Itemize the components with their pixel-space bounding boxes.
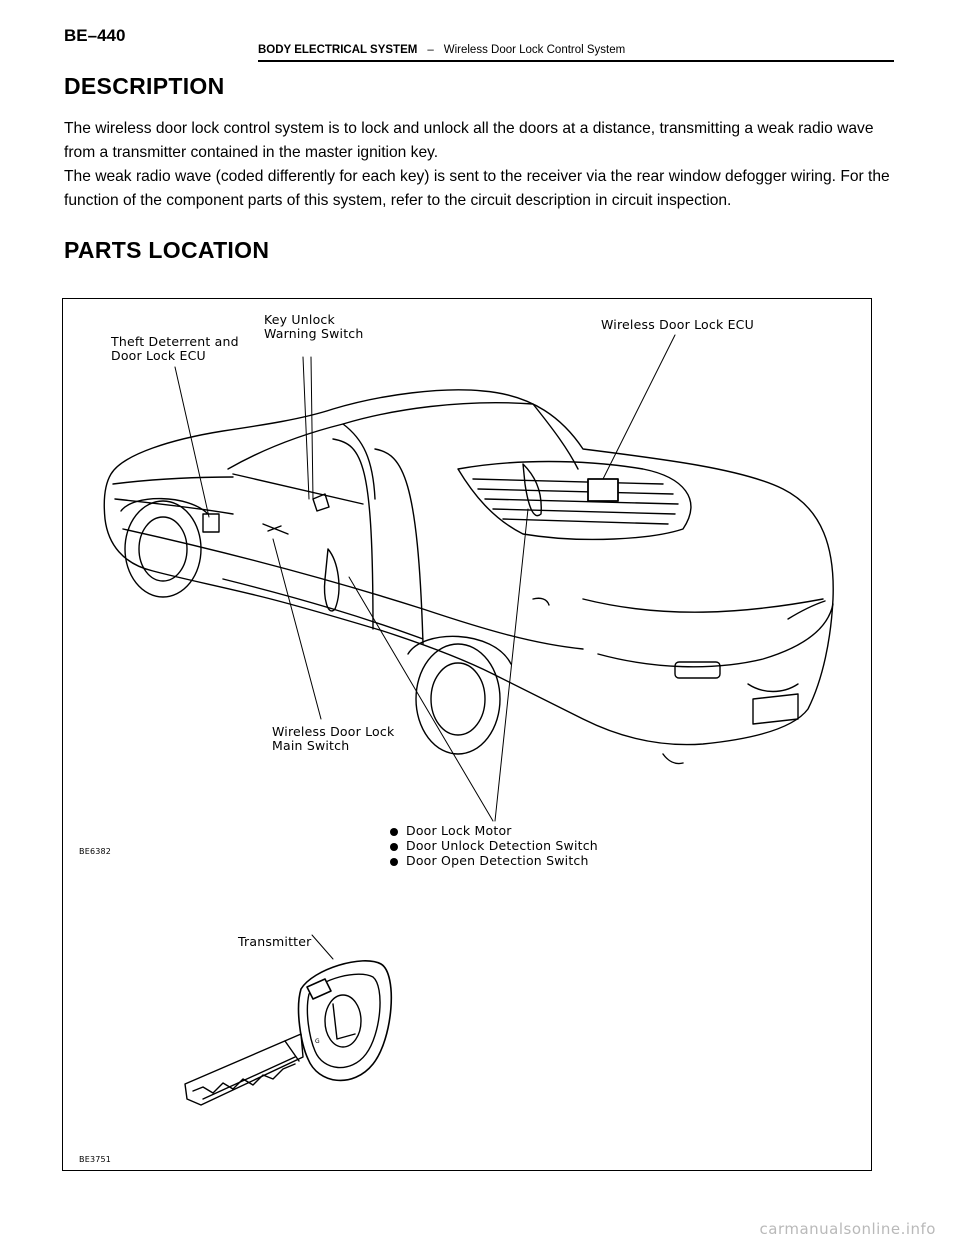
label-door-lock-motor: Door Lock Motor	[390, 824, 512, 838]
key-illustration: G	[184, 960, 393, 1106]
label-wireless-door-lock-ecu: Wireless Door Lock ECU	[601, 317, 754, 332]
header-title: BODY ELECTRICAL SYSTEM–Wireless Door Loc…	[258, 44, 625, 56]
description-heading: DESCRIPTION	[64, 73, 225, 99]
figure-code-key: BE3751	[79, 1155, 112, 1164]
label-door-lock-motor-text: Door Lock Motor	[406, 823, 512, 838]
svg-text:G: G	[315, 1038, 320, 1045]
label-theft-deterrent-ecu: Theft Deterrent and Door Lock ECU	[111, 335, 239, 363]
label-theft-deterrent-line-1: Theft Deterrent and	[111, 334, 239, 349]
label-door-open-detection-switch: Door Open Detection Switch	[390, 854, 589, 868]
description-paragraph-1: The wireless door lock control system is…	[64, 120, 874, 161]
header-subsection: Wireless Door Lock Control System	[443, 44, 626, 56]
bullet-icon	[390, 857, 398, 866]
label-key-unlock-warning-switch: Key Unlock Warning Switch	[264, 313, 364, 341]
parts-location-figure: G Theft Deterrent and Door Lock ECU Key …	[62, 298, 872, 1171]
description-paragraph-2: The weak radio wave (coded differently f…	[64, 168, 890, 209]
label-main-switch-line-2: Main Switch	[272, 738, 350, 753]
car-illustration	[103, 389, 834, 765]
leader-lines	[174, 334, 676, 960]
watermark: carmanualsonline.info	[759, 1220, 936, 1238]
header-separator: –	[427, 44, 434, 56]
bullet-icon	[390, 827, 398, 836]
parts-location-heading: PARTS LOCATION	[64, 237, 270, 263]
header-section: BODY ELECTRICAL SYSTEM	[258, 44, 418, 56]
figure-code-car: BE6382	[79, 847, 112, 856]
label-door-unlock-detection-switch: Door Unlock Detection Switch	[390, 839, 598, 853]
label-door-unlock-text: Door Unlock Detection Switch	[406, 838, 598, 853]
label-main-switch-line-1: Wireless Door Lock	[272, 724, 395, 739]
page-number: BE–440	[64, 26, 126, 45]
header-rule	[258, 60, 894, 62]
label-key-unlock-line-1: Key Unlock	[264, 312, 335, 327]
label-key-unlock-line-2: Warning Switch	[264, 326, 364, 341]
bullet-icon	[390, 842, 398, 851]
label-transmitter: Transmitter	[238, 934, 312, 949]
label-theft-deterrent-line-2: Door Lock ECU	[111, 348, 206, 363]
label-door-open-text: Door Open Detection Switch	[406, 853, 589, 868]
label-wireless-door-lock-main-switch: Wireless Door Lock Main Switch	[272, 725, 394, 753]
